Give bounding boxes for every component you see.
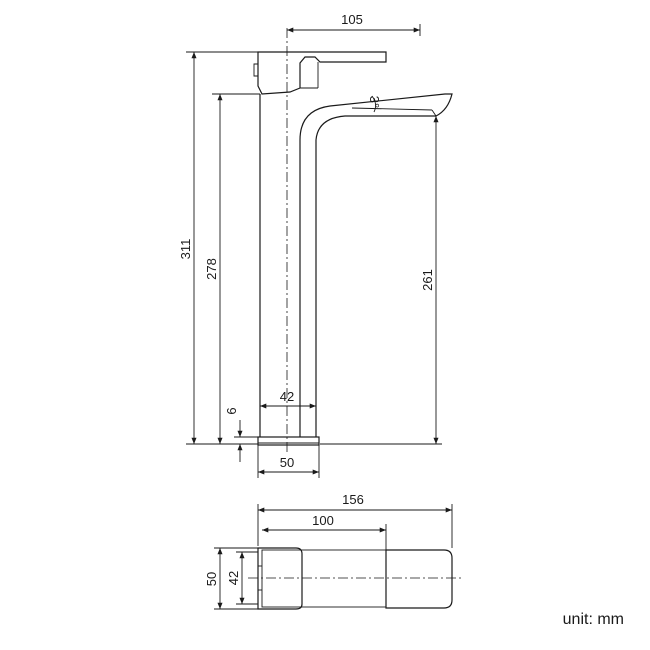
dim-base-thickness-label: 6	[224, 407, 239, 414]
dim-total-height: 311	[178, 51, 258, 445]
dim-spout-reach-label: 105	[341, 12, 363, 27]
dim-spout-height: 261	[320, 116, 442, 445]
dim-width-inner-label: 42	[226, 571, 241, 585]
dim-spout-height-label: 261	[420, 269, 435, 291]
dim-total-length-label: 156	[342, 492, 364, 507]
dim-angle: 3°	[367, 95, 382, 113]
faucet-top-outline	[257, 547, 453, 610]
dim-base-width-label: 50	[280, 455, 294, 470]
dim-width-outer: 50	[204, 547, 258, 610]
dim-angle-label: 3°	[367, 96, 382, 108]
side-view: 105 3° 311 278 261 42	[178, 12, 453, 478]
top-view: 156 100 50 42	[204, 492, 462, 610]
dim-total-height-label: 311	[178, 239, 193, 260]
dim-body-height: 278	[204, 93, 260, 444]
dim-body-width-label: 42	[280, 389, 294, 404]
dim-total-length: 156	[257, 492, 453, 548]
dim-width-inner: 42	[226, 551, 258, 605]
dim-body-length: 100	[262, 513, 387, 550]
faucet-side-outline	[253, 51, 453, 446]
dim-width-outer-label: 50	[204, 572, 219, 586]
unit-label: unit: mm	[563, 611, 624, 628]
dim-base-thickness: 6	[224, 407, 258, 462]
dim-body-width: 42	[260, 389, 316, 409]
dim-base-width: 50	[257, 445, 320, 478]
dim-body-length-label: 100	[312, 513, 334, 528]
dim-body-height-label: 278	[204, 258, 219, 280]
dim-spout-reach: 105	[287, 12, 421, 36]
